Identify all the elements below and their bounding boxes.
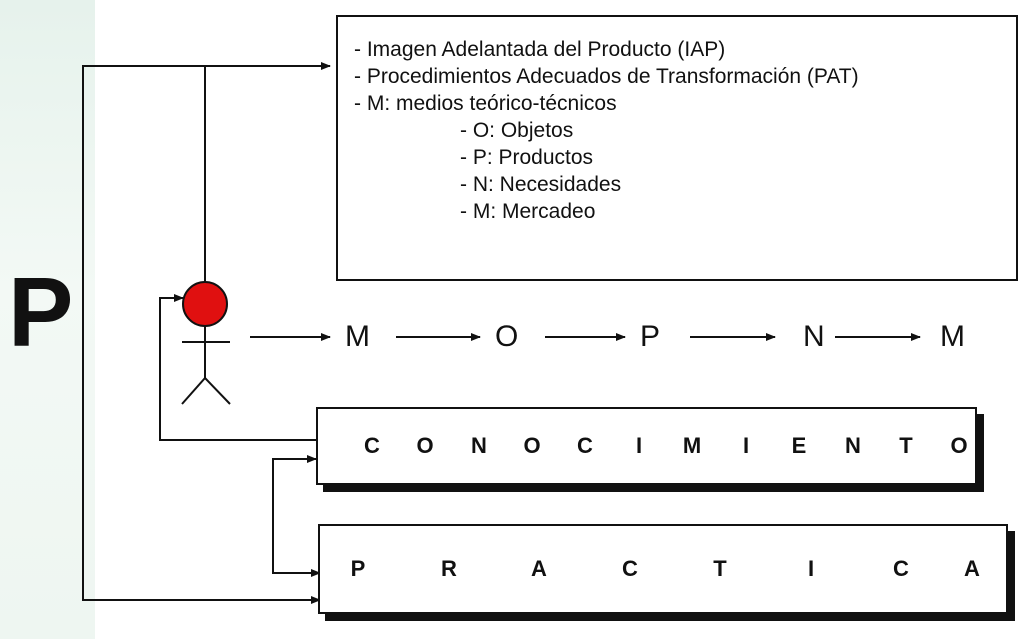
flow-label-m2: M [940,320,965,353]
info-line-objetos: - O: Objetos [460,119,574,142]
info-line-iap: - Imagen Adelantada del Producto (IAP) [354,38,726,61]
conocimiento-letter: I [742,433,750,458]
conocimiento-box: C O N O C I M I E N T O [316,407,977,485]
flow-label-o: O [495,320,519,353]
info-line-mercadeo: - M: Mercadeo [460,200,596,223]
conocimiento-letter: C [364,433,380,458]
conocimiento-letter: N [845,433,861,458]
figure-leg-left [181,377,206,405]
info-line-pat: - Procedimientos Adecuados de Transforma… [354,65,859,88]
conocimiento-letter: N [471,433,487,458]
practica-letter: C [622,556,638,581]
practica-letter: A [964,556,980,581]
practica-letter: I [807,556,815,581]
flow-label-p: P [640,320,661,353]
conocimiento-letter: O [950,433,968,458]
info-line-medios: - M: medios teórico-técnicos [354,92,617,115]
conocimiento-letter: M [682,433,702,458]
practica-to-conocimiento-line [272,455,322,574]
flow-label-n: N [803,320,825,353]
info-line-necesidades: - N: Necesidades [460,173,622,196]
practica-letter: P [350,556,366,581]
conocimiento-letter: T [899,433,913,458]
side-letter-p: P [8,257,74,367]
practica-box: P R A C T I C A [318,524,1008,614]
conocimiento-letter: E [791,433,807,458]
figure-leg-right [204,377,231,405]
left-background-band [0,0,95,639]
practica-letter: R [441,556,457,581]
practica-letter: C [893,556,909,581]
conocimiento-letter: O [523,433,541,458]
info-line-productos: - P: Productos [460,146,594,169]
info-box: - Imagen Adelantada del Producto (IAP) -… [336,15,1018,281]
flow-label-m: M [345,320,370,353]
conocimiento-letter: C [577,433,593,458]
practica-letter: A [531,556,547,581]
figure-head [182,281,228,327]
conocimiento-feedback-line [159,294,318,441]
outer-loop-line [82,62,331,601]
practica-letter: T [713,556,727,581]
conocimiento-letter: I [635,433,643,458]
conocimiento-letter: O [416,433,434,458]
